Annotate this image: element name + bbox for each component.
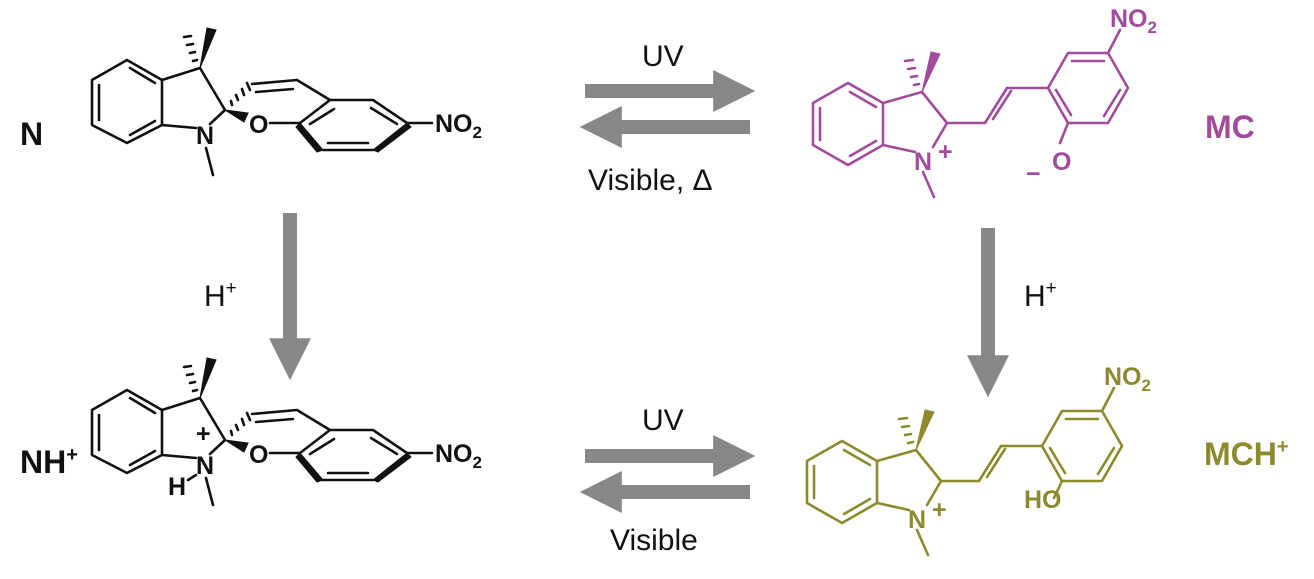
label-NH: NH+ [20,444,78,480]
label-MCH: MCH+ [1204,436,1289,472]
nitro-group: NO2 [1104,363,1151,395]
atom-O: O [1052,148,1071,176]
atom-charge-plus: + [932,496,947,524]
protonated-merocyanine-structure: N + HO NO2 [805,363,1151,557]
atom-O: O [249,441,268,469]
condition-top-reverse: Visible, Δ [588,164,713,197]
condition-bottom-forward: UV [642,404,684,437]
spiropyran-structure: N O NO2 [90,27,482,177]
nitro-group: NO2 [435,440,482,472]
protonated-spiropyran-structure: N + H O NO2 [90,357,482,507]
condition-right-down: H+ [1024,278,1057,313]
nitro-group: NO2 [435,110,482,142]
condition-left-down: H+ [204,278,237,313]
atom-N: N [914,148,932,176]
atom-charge-plus: + [196,420,211,448]
hydroxyl-group: HO [1024,486,1062,514]
condition-top-forward: UV [642,40,684,73]
condition-bottom-reverse: Visible [610,524,698,557]
nitro-group: NO2 [1110,5,1157,37]
atom-charge-plus: + [938,138,953,166]
atom-H: H [168,473,186,501]
atom-N: N [196,122,214,150]
label-N: N [20,116,43,152]
atom-O: O [249,111,268,139]
merocyanine-structure: N + O − NO2 [811,5,1157,199]
atom-charge-minus: − [1026,160,1041,188]
atom-N: N [908,506,926,534]
label-MC: MC [1205,109,1255,145]
atom-N: N [196,452,214,480]
